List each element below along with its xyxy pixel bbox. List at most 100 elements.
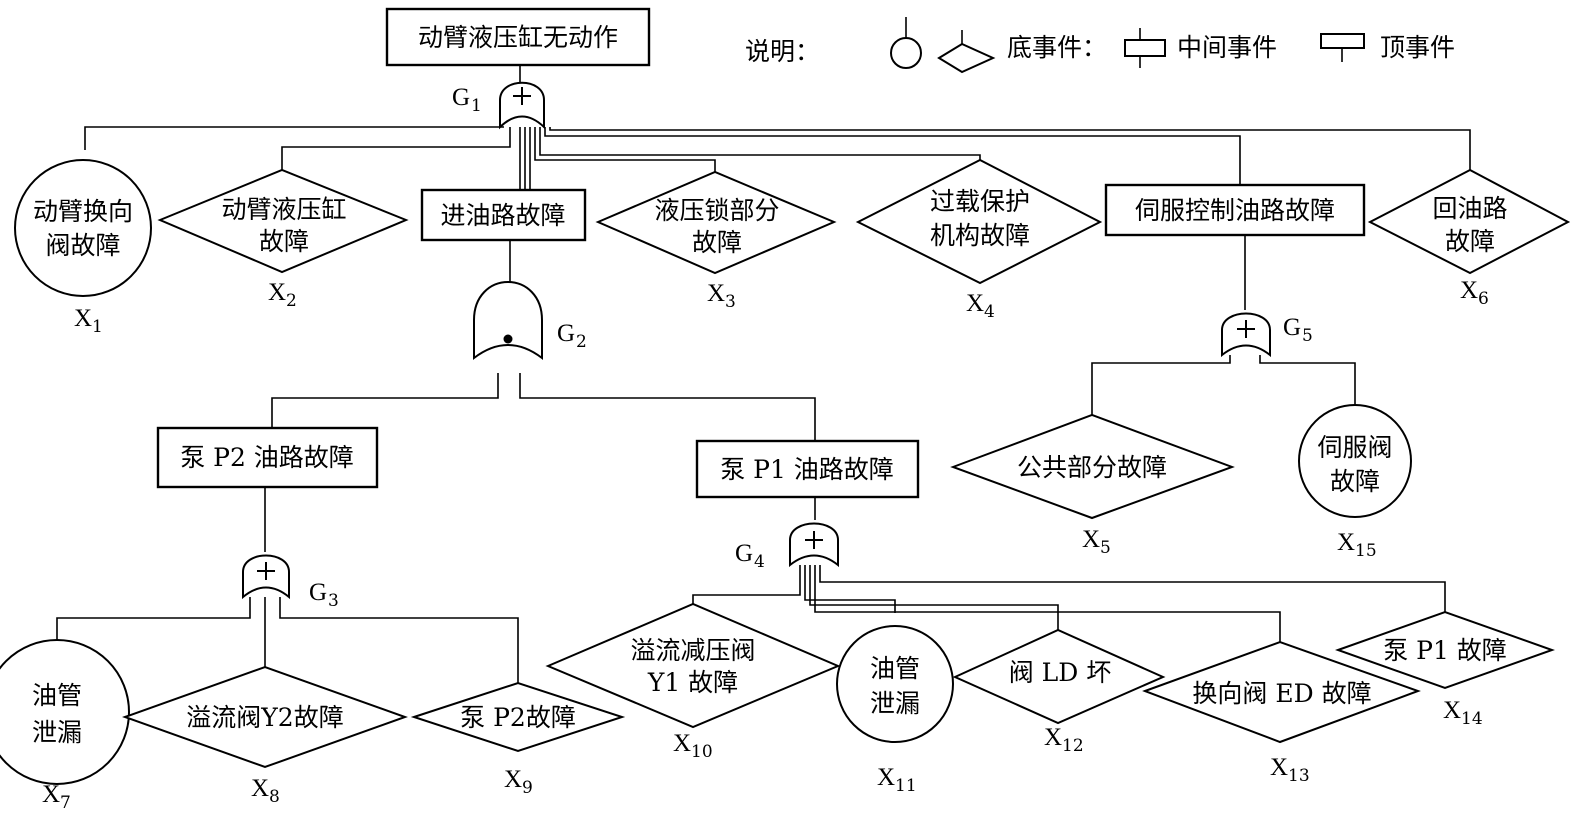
svg-text:机构故障: 机构故障 bbox=[930, 221, 1030, 250]
gate-g5: G 5 bbox=[1221, 312, 1313, 358]
gate-g2-sub: 2 bbox=[576, 332, 587, 352]
intermediate-event-box bbox=[420, 188, 587, 242]
svg-text:5: 5 bbox=[1100, 538, 1111, 558]
svg-text:X: X bbox=[966, 290, 984, 317]
basic-event-x14: 泵 P1 故障 X 14 bbox=[1335, 610, 1555, 729]
legend-intermediate-icon bbox=[1124, 39, 1166, 57]
svg-text:回油路: 回油路 bbox=[1432, 194, 1507, 223]
gate-g4: G 4 bbox=[735, 522, 839, 572]
intermediate-event-label: 泵 P2 油路故障 bbox=[180, 443, 354, 472]
legend-basic-label: 底事件： bbox=[1007, 33, 1107, 62]
gate-g2-label: G bbox=[557, 320, 575, 347]
svg-text:X: X bbox=[1337, 529, 1355, 556]
basic-event-x12: 阀 LD 坏 X 12 bbox=[952, 628, 1166, 756]
basic-event-x10: 溢流减压阀 Y1 故障 X 10 bbox=[545, 602, 841, 762]
gate-g5-sub: 5 bbox=[1302, 326, 1313, 346]
legend-title: 说明： bbox=[745, 37, 820, 66]
svg-text:泄漏: 泄漏 bbox=[870, 689, 920, 718]
svg-text:动臂换向: 动臂换向 bbox=[33, 197, 133, 226]
basic-event-x13: 换向阀 ED 故障 X 13 bbox=[1142, 640, 1421, 786]
legend-diamond-icon bbox=[937, 42, 996, 74]
svg-text:故障: 故障 bbox=[259, 227, 309, 256]
svg-text:公共部分故障: 公共部分故障 bbox=[1017, 453, 1167, 482]
gate-g1: G 1 bbox=[452, 81, 545, 130]
legend-intermediate-label: 中间事件 bbox=[1177, 33, 1277, 62]
svg-text:溢流减压阀: 溢流减压阀 bbox=[630, 636, 755, 665]
basic-event-x1: 动臂换向 阀故障 X 1 bbox=[14, 159, 152, 337]
svg-text:X: X bbox=[1082, 526, 1100, 553]
basic-event-x2: 动臂液压缸 故障 X 2 bbox=[157, 168, 409, 311]
basic-event-x15: 伺服阀 故障 X 15 bbox=[1298, 404, 1412, 561]
svg-text:阀故障: 阀故障 bbox=[45, 231, 120, 260]
svg-text:泵 P2故障: 泵 P2故障 bbox=[460, 703, 576, 732]
svg-text:11: 11 bbox=[895, 776, 917, 796]
gate-g5-label: G bbox=[1283, 314, 1301, 341]
svg-text:故障: 故障 bbox=[1445, 227, 1495, 256]
svg-text:伺服阀: 伺服阀 bbox=[1317, 433, 1392, 462]
intermediate-event-box bbox=[156, 426, 379, 489]
legend-circle-icon bbox=[890, 37, 922, 69]
legend-top-label: 顶事件 bbox=[1380, 33, 1455, 62]
gate-g1-sub: 1 bbox=[471, 96, 482, 116]
svg-text:13: 13 bbox=[1288, 766, 1310, 786]
intermediate-event-label: 伺服控制油路故障 bbox=[1135, 196, 1335, 225]
svg-text:X: X bbox=[1443, 697, 1461, 724]
svg-text:14: 14 bbox=[1461, 709, 1483, 729]
basic-event-x7: 油管 泄漏 X 7 bbox=[0, 639, 130, 813]
svg-text:故障: 故障 bbox=[692, 228, 742, 257]
svg-text:X: X bbox=[877, 764, 895, 791]
gate-g1-label: G bbox=[452, 84, 470, 111]
intermediate-event-box bbox=[1104, 183, 1366, 237]
svg-text:液压锁部分: 液压锁部分 bbox=[654, 196, 779, 225]
legend: 说明： 底事件： 中间事件 顶事件 bbox=[745, 17, 1455, 74]
top-event-box bbox=[385, 7, 651, 67]
gate-g3-label: G bbox=[309, 579, 327, 606]
svg-text:过载保护: 过载保护 bbox=[930, 187, 1030, 216]
svg-text:X: X bbox=[251, 775, 269, 802]
svg-text:泄漏: 泄漏 bbox=[32, 718, 82, 747]
svg-text:故障: 故障 bbox=[1330, 467, 1380, 496]
intermediate-event-box bbox=[695, 439, 920, 499]
basic-event-x11: 油管 泄漏 X 11 bbox=[836, 625, 954, 796]
legend-top-icon bbox=[1320, 33, 1365, 49]
svg-text:阀 LD 坏: 阀 LD 坏 bbox=[1009, 658, 1112, 687]
svg-text:油管: 油管 bbox=[32, 681, 82, 710]
svg-text:6: 6 bbox=[1478, 289, 1489, 309]
svg-text:动臂液压缸: 动臂液压缸 bbox=[221, 195, 346, 224]
svg-text:X: X bbox=[1044, 724, 1062, 751]
gate-g4-sub: 4 bbox=[754, 552, 765, 572]
intermediate-event-label: 进油路故障 bbox=[440, 201, 565, 230]
svg-text:X: X bbox=[42, 781, 60, 808]
svg-text:8: 8 bbox=[269, 787, 280, 807]
basic-event-x8: 溢流阀Y2故障 X 8 bbox=[122, 665, 408, 807]
svg-text:X: X bbox=[74, 305, 92, 332]
svg-text:X: X bbox=[504, 766, 522, 793]
svg-text:泵 P1 故障: 泵 P1 故障 bbox=[1383, 636, 1507, 665]
connector-lines bbox=[56, 65, 1471, 683]
svg-text:15: 15 bbox=[1355, 541, 1377, 561]
gate-g2: G 2 bbox=[473, 280, 587, 361]
svg-text:X: X bbox=[707, 280, 725, 307]
svg-text:Y1 故障: Y1 故障 bbox=[647, 668, 738, 697]
svg-text:2: 2 bbox=[286, 291, 297, 311]
svg-text:10: 10 bbox=[691, 742, 713, 762]
svg-text:9: 9 bbox=[522, 778, 533, 798]
svg-text:X: X bbox=[268, 279, 286, 306]
svg-text:X: X bbox=[1460, 277, 1478, 304]
svg-text:油管: 油管 bbox=[870, 654, 920, 683]
basic-event-x9: 泵 P2故障 X 9 bbox=[410, 681, 626, 798]
svg-text:X: X bbox=[1270, 754, 1288, 781]
svg-text:换向阀 ED 故障: 换向阀 ED 故障 bbox=[1192, 679, 1371, 708]
svg-text:X: X bbox=[673, 730, 691, 757]
gate-g3-sub: 3 bbox=[328, 591, 339, 611]
basic-event-x6: 回油路 故障 X 6 bbox=[1367, 168, 1571, 309]
svg-text:1: 1 bbox=[92, 317, 103, 337]
top-event-label: 动臂液压缸无动作 bbox=[418, 23, 618, 52]
gate-g3: G 3 bbox=[242, 554, 339, 611]
intermediate-event-label: 泵 P1 油路故障 bbox=[720, 455, 894, 484]
svg-text:溢流阀Y2故障: 溢流阀Y2故障 bbox=[186, 703, 343, 732]
svg-text:3: 3 bbox=[725, 292, 736, 312]
basic-event-x5: 公共部分故障 X 5 bbox=[950, 413, 1235, 558]
svg-text:4: 4 bbox=[984, 302, 995, 322]
